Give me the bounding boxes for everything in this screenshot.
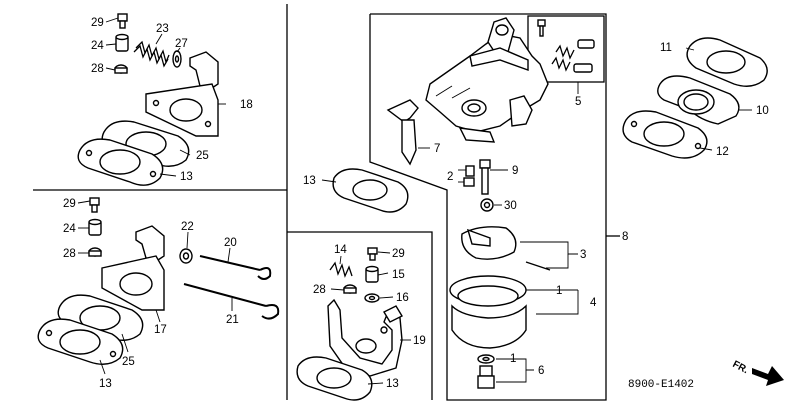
callout-3: 3 [580, 249, 586, 261]
callout-29-bottom: 29 [63, 198, 76, 210]
carburetor-body [425, 17, 549, 143]
callout-1-lower: 1 [510, 353, 516, 365]
section-dividers [33, 4, 620, 401]
callout-28-bottom: 28 [63, 248, 76, 260]
bolt-29-bottom [89, 197, 100, 213]
gasket-13-middle [332, 168, 409, 213]
spring-23 [133, 40, 170, 68]
callout-21: 21 [226, 314, 239, 326]
callout-14: 14 [334, 244, 347, 256]
callout-1-upper: 1 [556, 285, 562, 297]
callout-9: 9 [512, 165, 518, 177]
washer-27 [172, 50, 182, 68]
callout-24-top: 24 [91, 40, 104, 52]
callout-22: 22 [181, 221, 194, 233]
callout-7: 7 [434, 143, 440, 155]
carburetor-group [386, 15, 605, 389]
callout-13-top: 13 [180, 171, 193, 183]
gasket-13-lower-middle [296, 356, 373, 401]
jet-9 [479, 159, 508, 195]
callout-15: 15 [392, 269, 405, 281]
gasket-25-bottom [57, 294, 144, 341]
diagram-code: 8900-E1402 [628, 379, 694, 391]
insulator-10 [657, 75, 752, 125]
callout-28-top: 28 [91, 63, 104, 75]
bottom-left-leaders [77, 200, 233, 375]
callout-4: 4 [590, 297, 597, 309]
callout-8: 8 [622, 231, 628, 243]
callout-19: 19 [413, 335, 426, 347]
nozzle-30 [480, 198, 502, 212]
nut-28-middle [343, 284, 357, 294]
rod-21 [183, 283, 280, 320]
screw-5a [537, 19, 546, 37]
callout-25-bottom: 25 [122, 356, 135, 368]
collar-24-bottom [88, 218, 102, 236]
callout-18: 18 [240, 99, 253, 111]
gasket-13-top [77, 138, 164, 186]
spring-14 [329, 261, 353, 278]
spring-5a [555, 44, 575, 60]
callout-2: 2 [447, 171, 453, 183]
screw-5b [577, 39, 595, 49]
bracket-17 [101, 225, 165, 311]
top-left-group [77, 13, 226, 186]
callout-16: 16 [396, 292, 409, 304]
callout-28-middle: 28 [313, 284, 326, 296]
callout-29-top: 29 [91, 17, 104, 29]
collar-15 [365, 265, 379, 283]
callout-17: 17 [154, 324, 167, 336]
callout-27: 27 [175, 38, 188, 50]
callout-6: 6 [538, 365, 544, 377]
screw-5c [573, 63, 593, 73]
callout-13-bottom: 13 [99, 378, 112, 390]
drain-bolt-6 [477, 354, 534, 389]
top-left-leaders [105, 17, 226, 177]
needle-set-2 [458, 165, 475, 187]
front-direction-label: FR. [731, 359, 751, 376]
callout-30: 30 [504, 200, 517, 212]
callout-13-lower-middle: 13 [386, 378, 399, 390]
right-group [622, 37, 768, 159]
grommet-22 [179, 248, 193, 264]
collar-24-top [115, 33, 129, 52]
callout-29-middle: 29 [392, 248, 405, 260]
callout-23: 23 [156, 23, 169, 35]
middle-leaders [321, 179, 411, 385]
bolt-29-middle [367, 247, 378, 261]
rod-20 [199, 255, 272, 280]
gasket-13-bottom [37, 318, 124, 365]
callout-11: 11 [660, 42, 672, 54]
washer-16 [364, 293, 380, 303]
bolt-29-top [117, 13, 128, 29]
callout-10: 10 [756, 105, 769, 117]
spring-5b [551, 56, 571, 72]
callout-12: 12 [716, 146, 729, 158]
callout-25-top: 25 [196, 150, 209, 162]
middle-group [296, 168, 411, 401]
callout-5: 5 [575, 96, 581, 108]
nut-28-bottom [88, 247, 102, 257]
bracket-18 [145, 51, 219, 137]
bottom-left-group [37, 197, 280, 375]
front-arrow-icon [752, 366, 784, 386]
nut-28-top [114, 64, 128, 74]
gasket-11 [685, 37, 768, 87]
parts-box-5 [527, 15, 605, 94]
float-bowl-4 [449, 275, 579, 349]
callout-24-bottom: 24 [63, 223, 76, 235]
gasket-12 [622, 110, 713, 159]
throttle-lever-7 [386, 99, 430, 166]
float-3 [461, 226, 578, 271]
callout-13-middle: 13 [303, 175, 316, 187]
callout-labels: 29 24 28 23 27 18 25 13 29 24 28 22 20 1… [63, 17, 769, 391]
callout-20: 20 [224, 237, 237, 249]
